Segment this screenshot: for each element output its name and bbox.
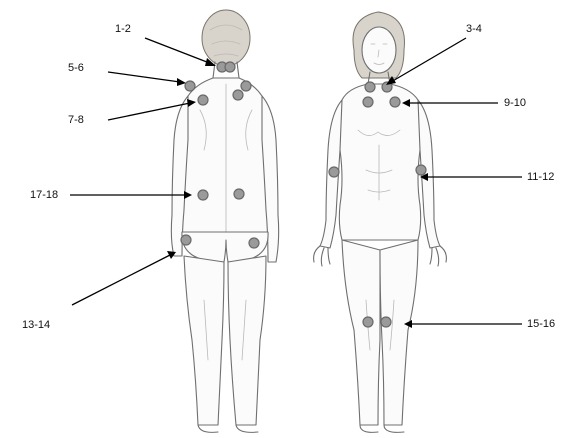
label-3-4: 3-4 [466,23,482,35]
label-11-12: 11-12 [527,171,554,183]
point-11 [329,167,339,177]
back-left-leg [184,256,224,425]
point-15 [363,317,373,327]
point-13 [181,235,191,245]
front-right-leg [380,240,418,425]
arrow-13-14 [72,255,170,305]
point-5 [185,81,195,91]
point-7 [198,95,208,105]
point-6 [241,81,251,91]
point-12 [416,165,426,175]
point-9 [363,97,373,107]
pointer-arrows [70,38,522,328]
back-right-leg [228,256,266,425]
front-view-figure [314,12,447,432]
back-head [202,10,250,66]
point-16 [381,317,391,327]
label-7-8: 7-8 [68,114,84,126]
label-9-10: 9-10 [504,97,526,109]
point-3 [365,82,375,92]
label-17-18: 17-18 [30,189,58,201]
point-18 [234,189,244,199]
point-10 [390,97,400,107]
arrow-5-6 [108,72,180,82]
label-5-6: 5-6 [68,62,84,74]
point-17 [198,190,208,200]
point-8 [233,90,243,100]
label-1-2: 1-2 [115,23,131,35]
label-13-14: 13-14 [22,319,50,331]
label-15-16: 15-16 [527,318,555,330]
point-2 [225,62,235,72]
point-14 [249,238,259,248]
front-left-leg [342,240,380,425]
back-view-figure [171,10,278,432]
front-torso [338,84,421,240]
